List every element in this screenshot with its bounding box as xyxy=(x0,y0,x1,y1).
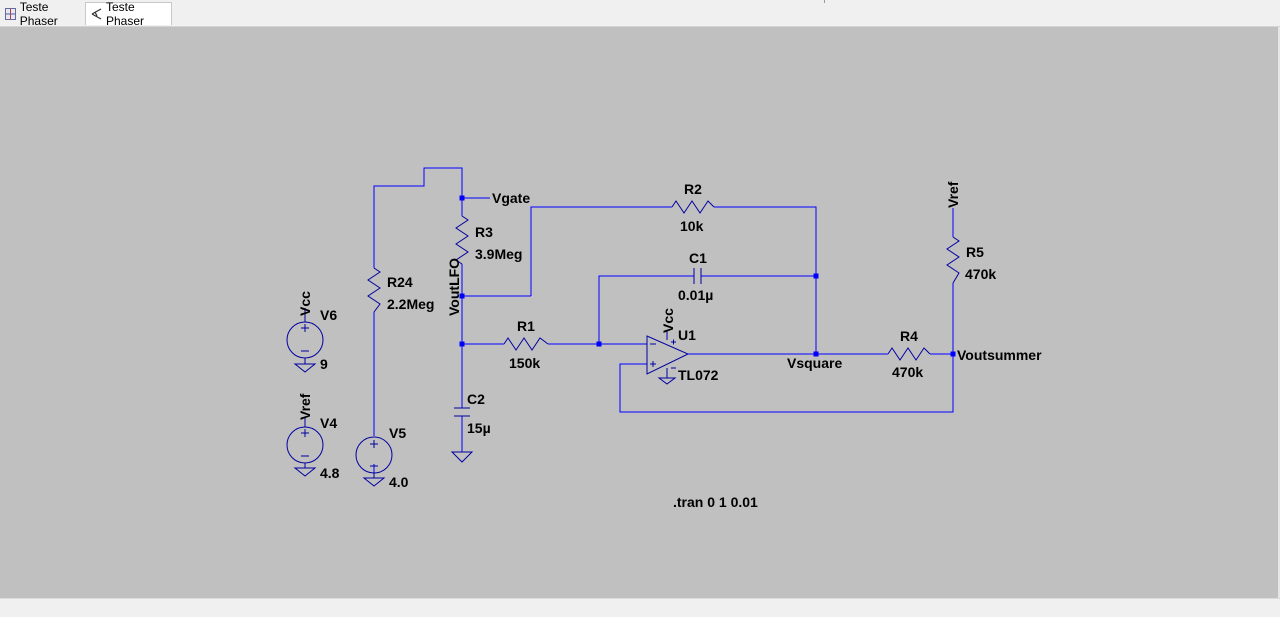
r24-value: 2.2Meg xyxy=(387,296,434,312)
u1-value: TL072 xyxy=(678,367,719,383)
r1-name: R1 xyxy=(517,318,535,334)
tab-label: Teste Phaser xyxy=(106,0,145,28)
v6-name: V6 xyxy=(320,307,337,323)
r4-name: R4 xyxy=(900,328,918,344)
net-label-vcc-v6: Vcc xyxy=(297,291,313,316)
net-label-vref-r5: Vref xyxy=(945,181,961,208)
v6-value: 9 xyxy=(320,356,328,372)
r5-name: R5 xyxy=(966,244,984,260)
schematic-drawing: Vgate R2 10k R3 3.9Meg C1 0.01µ R24 2.2M… xyxy=(286,167,1042,510)
c1-name: C1 xyxy=(689,250,707,266)
c2-name: C2 xyxy=(467,391,485,407)
net-label-vsquare: Vsquare xyxy=(787,355,842,371)
window-divider xyxy=(824,0,825,3)
probe-icon xyxy=(90,8,102,20)
tab-label: Teste Phaser xyxy=(19,0,58,28)
tab-waveform[interactable]: Teste Phaser xyxy=(85,0,172,28)
r2-name: R2 xyxy=(684,181,702,197)
c1-value: 0.01µ xyxy=(678,287,713,303)
tab-schematic[interactable]: Teste Phaser xyxy=(1,0,85,28)
schematic-icon xyxy=(5,7,16,20)
r2-value: 10k xyxy=(680,218,704,234)
r1-value: 150k xyxy=(509,355,540,371)
spice-directive[interactable]: .tran 0 1 0.01 xyxy=(673,494,758,510)
c2-value: 15µ xyxy=(467,420,491,436)
net-label-vref-v4: Vref xyxy=(297,393,313,420)
r3-value: 3.9Meg xyxy=(475,246,522,262)
r24-name: R24 xyxy=(387,274,413,290)
labels: Vgate R2 10k R3 3.9Meg C1 0.01µ R24 2.2M… xyxy=(297,181,1042,510)
components xyxy=(286,200,960,487)
v4-value: 4.8 xyxy=(320,465,340,481)
r3-name: R3 xyxy=(475,224,493,240)
v5-name: V5 xyxy=(389,425,406,441)
junctions xyxy=(459,195,956,357)
v5-value: 4.0 xyxy=(389,474,409,490)
net-label-voutsummer: Voutsummer xyxy=(957,347,1042,363)
net-label-voutlfo: VoutLFO xyxy=(446,258,462,316)
v4-name: V4 xyxy=(320,415,337,431)
canvas-right-edge xyxy=(1278,27,1280,598)
schematic-canvas[interactable]: Vgate R2 10k R3 3.9Meg C1 0.01µ R24 2.2M… xyxy=(0,27,1280,598)
r4-value: 470k xyxy=(892,364,923,380)
tab-bar: Teste Phaser Teste Phaser xyxy=(0,0,1280,28)
net-label-vcc-u1: Vcc xyxy=(660,308,676,333)
status-bar xyxy=(0,598,1280,617)
net-label-vgate: Vgate xyxy=(492,190,530,206)
r5-value: 470k xyxy=(965,266,996,282)
u1-name: U1 xyxy=(678,327,696,343)
